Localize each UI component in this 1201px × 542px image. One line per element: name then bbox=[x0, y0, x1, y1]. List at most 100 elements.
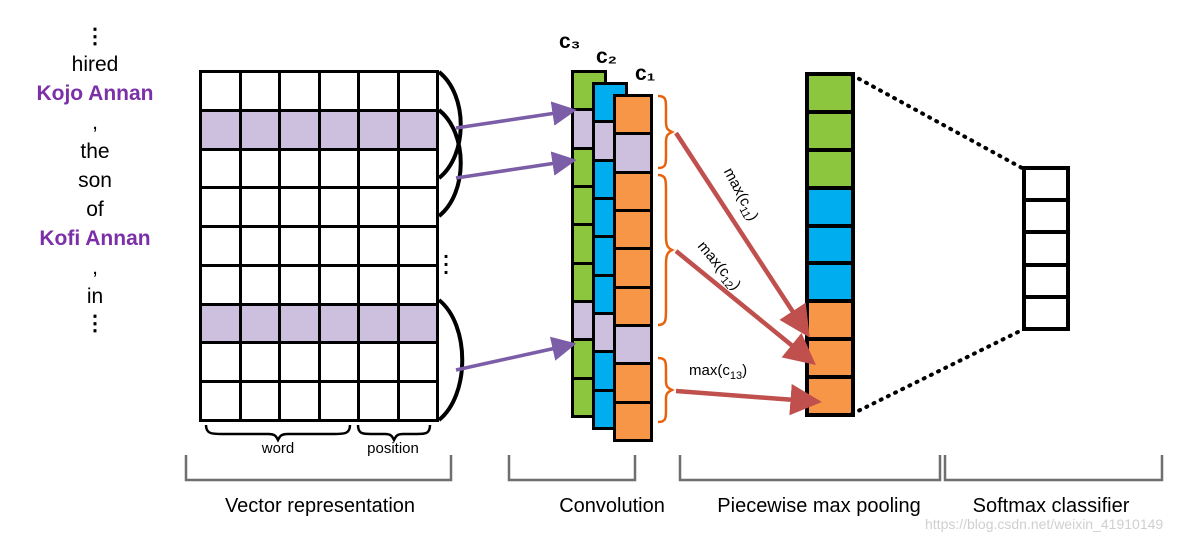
vector-representation-matrix bbox=[199, 70, 439, 422]
conv-piece-braces bbox=[657, 94, 675, 424]
matrix-cell bbox=[321, 150, 360, 187]
matrix-cell bbox=[399, 111, 436, 148]
stage-caption-convolution: Convolution bbox=[559, 495, 665, 517]
pooling-cell bbox=[809, 189, 851, 228]
matrix-cell bbox=[202, 344, 242, 381]
matrix-cell bbox=[360, 111, 400, 148]
matrix-cell bbox=[360, 266, 400, 303]
matrix-row bbox=[202, 344, 437, 384]
conv-label-c3: c₃ bbox=[559, 30, 581, 53]
matrix-vertical-ellipsis: ... bbox=[443, 241, 449, 279]
conv-label-c1: c₁ bbox=[635, 62, 656, 85]
pooling-cell bbox=[809, 76, 851, 114]
matrix-cell bbox=[400, 383, 437, 419]
max-label-c11: max(c11) bbox=[719, 165, 762, 224]
matrix-cell bbox=[202, 73, 242, 109]
conv-cell-c1 bbox=[616, 97, 650, 136]
matrix-cell bbox=[400, 344, 437, 380]
softmax-cell bbox=[1026, 170, 1066, 203]
matrix-cell bbox=[360, 73, 400, 109]
matrix-cell bbox=[320, 111, 360, 148]
conv-cell-c1 bbox=[616, 403, 650, 439]
matrix-cell bbox=[242, 150, 281, 187]
matrix-cell bbox=[202, 150, 242, 187]
matrix-cell bbox=[242, 383, 281, 420]
softmax-classifier-column bbox=[1022, 166, 1070, 331]
matrix-cell bbox=[400, 151, 437, 187]
matrix-cell bbox=[360, 228, 400, 264]
pooling-cell bbox=[809, 379, 851, 414]
softmax-cell bbox=[1026, 266, 1066, 299]
sentence-entity-token: Kofi Annan bbox=[39, 227, 151, 250]
matrix-cell bbox=[360, 305, 400, 342]
conv-cell-c1 bbox=[616, 211, 650, 251]
sentence-token: of bbox=[86, 198, 104, 221]
sentence-token: , bbox=[92, 256, 98, 279]
pooling-cell bbox=[809, 113, 851, 152]
matrix-cell bbox=[399, 305, 436, 342]
max-label-c12: max(c12) bbox=[693, 238, 745, 294]
matrix-brace-label-word: word bbox=[261, 440, 295, 457]
fully-connected-dotted-lines bbox=[850, 73, 1024, 416]
conv-label-c2: c₂ bbox=[596, 45, 618, 68]
matrix-cell bbox=[400, 267, 437, 303]
softmax-cell bbox=[1026, 298, 1066, 328]
matrix-segment-braces bbox=[204, 424, 432, 443]
piecewise-max-pooling-column bbox=[805, 72, 855, 417]
matrix-cell bbox=[281, 305, 321, 342]
sentence-token: ⋮ bbox=[84, 25, 106, 48]
matrix-brace-label-position: position bbox=[367, 440, 419, 457]
max-label-c13: max(c13) bbox=[689, 362, 748, 382]
matrix-cell bbox=[400, 189, 437, 225]
pooling-cell bbox=[809, 341, 851, 380]
conv-column-c1 bbox=[613, 94, 653, 442]
matrix-cell bbox=[202, 189, 242, 226]
matrix-cell bbox=[242, 228, 281, 264]
matrix-cell bbox=[360, 150, 400, 187]
matrix-cell bbox=[281, 344, 321, 381]
stage-caption-softmax-classifier: Softmax classifier bbox=[972, 495, 1130, 517]
pooling-cell bbox=[809, 303, 851, 342]
matrix-cell bbox=[202, 228, 242, 264]
matrix-cell bbox=[202, 383, 242, 420]
matrix-cell bbox=[400, 228, 437, 264]
sentence-token: in bbox=[86, 285, 104, 308]
matrix-cell bbox=[242, 73, 281, 109]
stage-brackets bbox=[184, 455, 1164, 482]
softmax-cell bbox=[1026, 202, 1066, 235]
matrix-cell bbox=[242, 189, 281, 226]
matrix-cell bbox=[242, 266, 281, 303]
matrix-cell bbox=[202, 266, 242, 303]
pooling-cell bbox=[809, 265, 851, 304]
sentence-token: , bbox=[92, 111, 98, 134]
sentence-entity-token: Kojo Annan bbox=[36, 82, 154, 105]
sentence-token: the bbox=[80, 140, 110, 163]
matrix-row bbox=[202, 111, 436, 151]
matrix-cell bbox=[281, 266, 321, 303]
conv-cell-c1 bbox=[616, 173, 650, 212]
matrix-cell bbox=[202, 305, 242, 342]
matrix-cell bbox=[360, 383, 400, 420]
sentence-token: son bbox=[78, 169, 112, 192]
matrix-cell bbox=[321, 189, 360, 226]
matrix-cell bbox=[400, 73, 437, 109]
matrix-cell bbox=[281, 111, 321, 148]
softmax-cell bbox=[1026, 234, 1066, 267]
matrix-cell bbox=[321, 266, 360, 303]
matrix-cell bbox=[281, 383, 321, 420]
purple-arrows bbox=[455, 101, 577, 372]
matrix-cell bbox=[321, 73, 360, 109]
matrix-cell bbox=[360, 189, 400, 226]
matrix-cell bbox=[242, 344, 281, 381]
matrix-cell bbox=[241, 111, 281, 148]
matrix-cell bbox=[281, 189, 321, 226]
matrix-row bbox=[202, 189, 437, 229]
matrix-row bbox=[202, 383, 437, 420]
matrix-cell bbox=[281, 228, 321, 264]
matrix-row bbox=[202, 266, 437, 306]
stage-caption-piecewise-max-pooling: Piecewise max pooling bbox=[717, 495, 921, 517]
matrix-cell bbox=[202, 111, 242, 148]
matrix-cell bbox=[321, 383, 360, 420]
stage-caption-vector-representation: Vector representation bbox=[224, 495, 416, 517]
